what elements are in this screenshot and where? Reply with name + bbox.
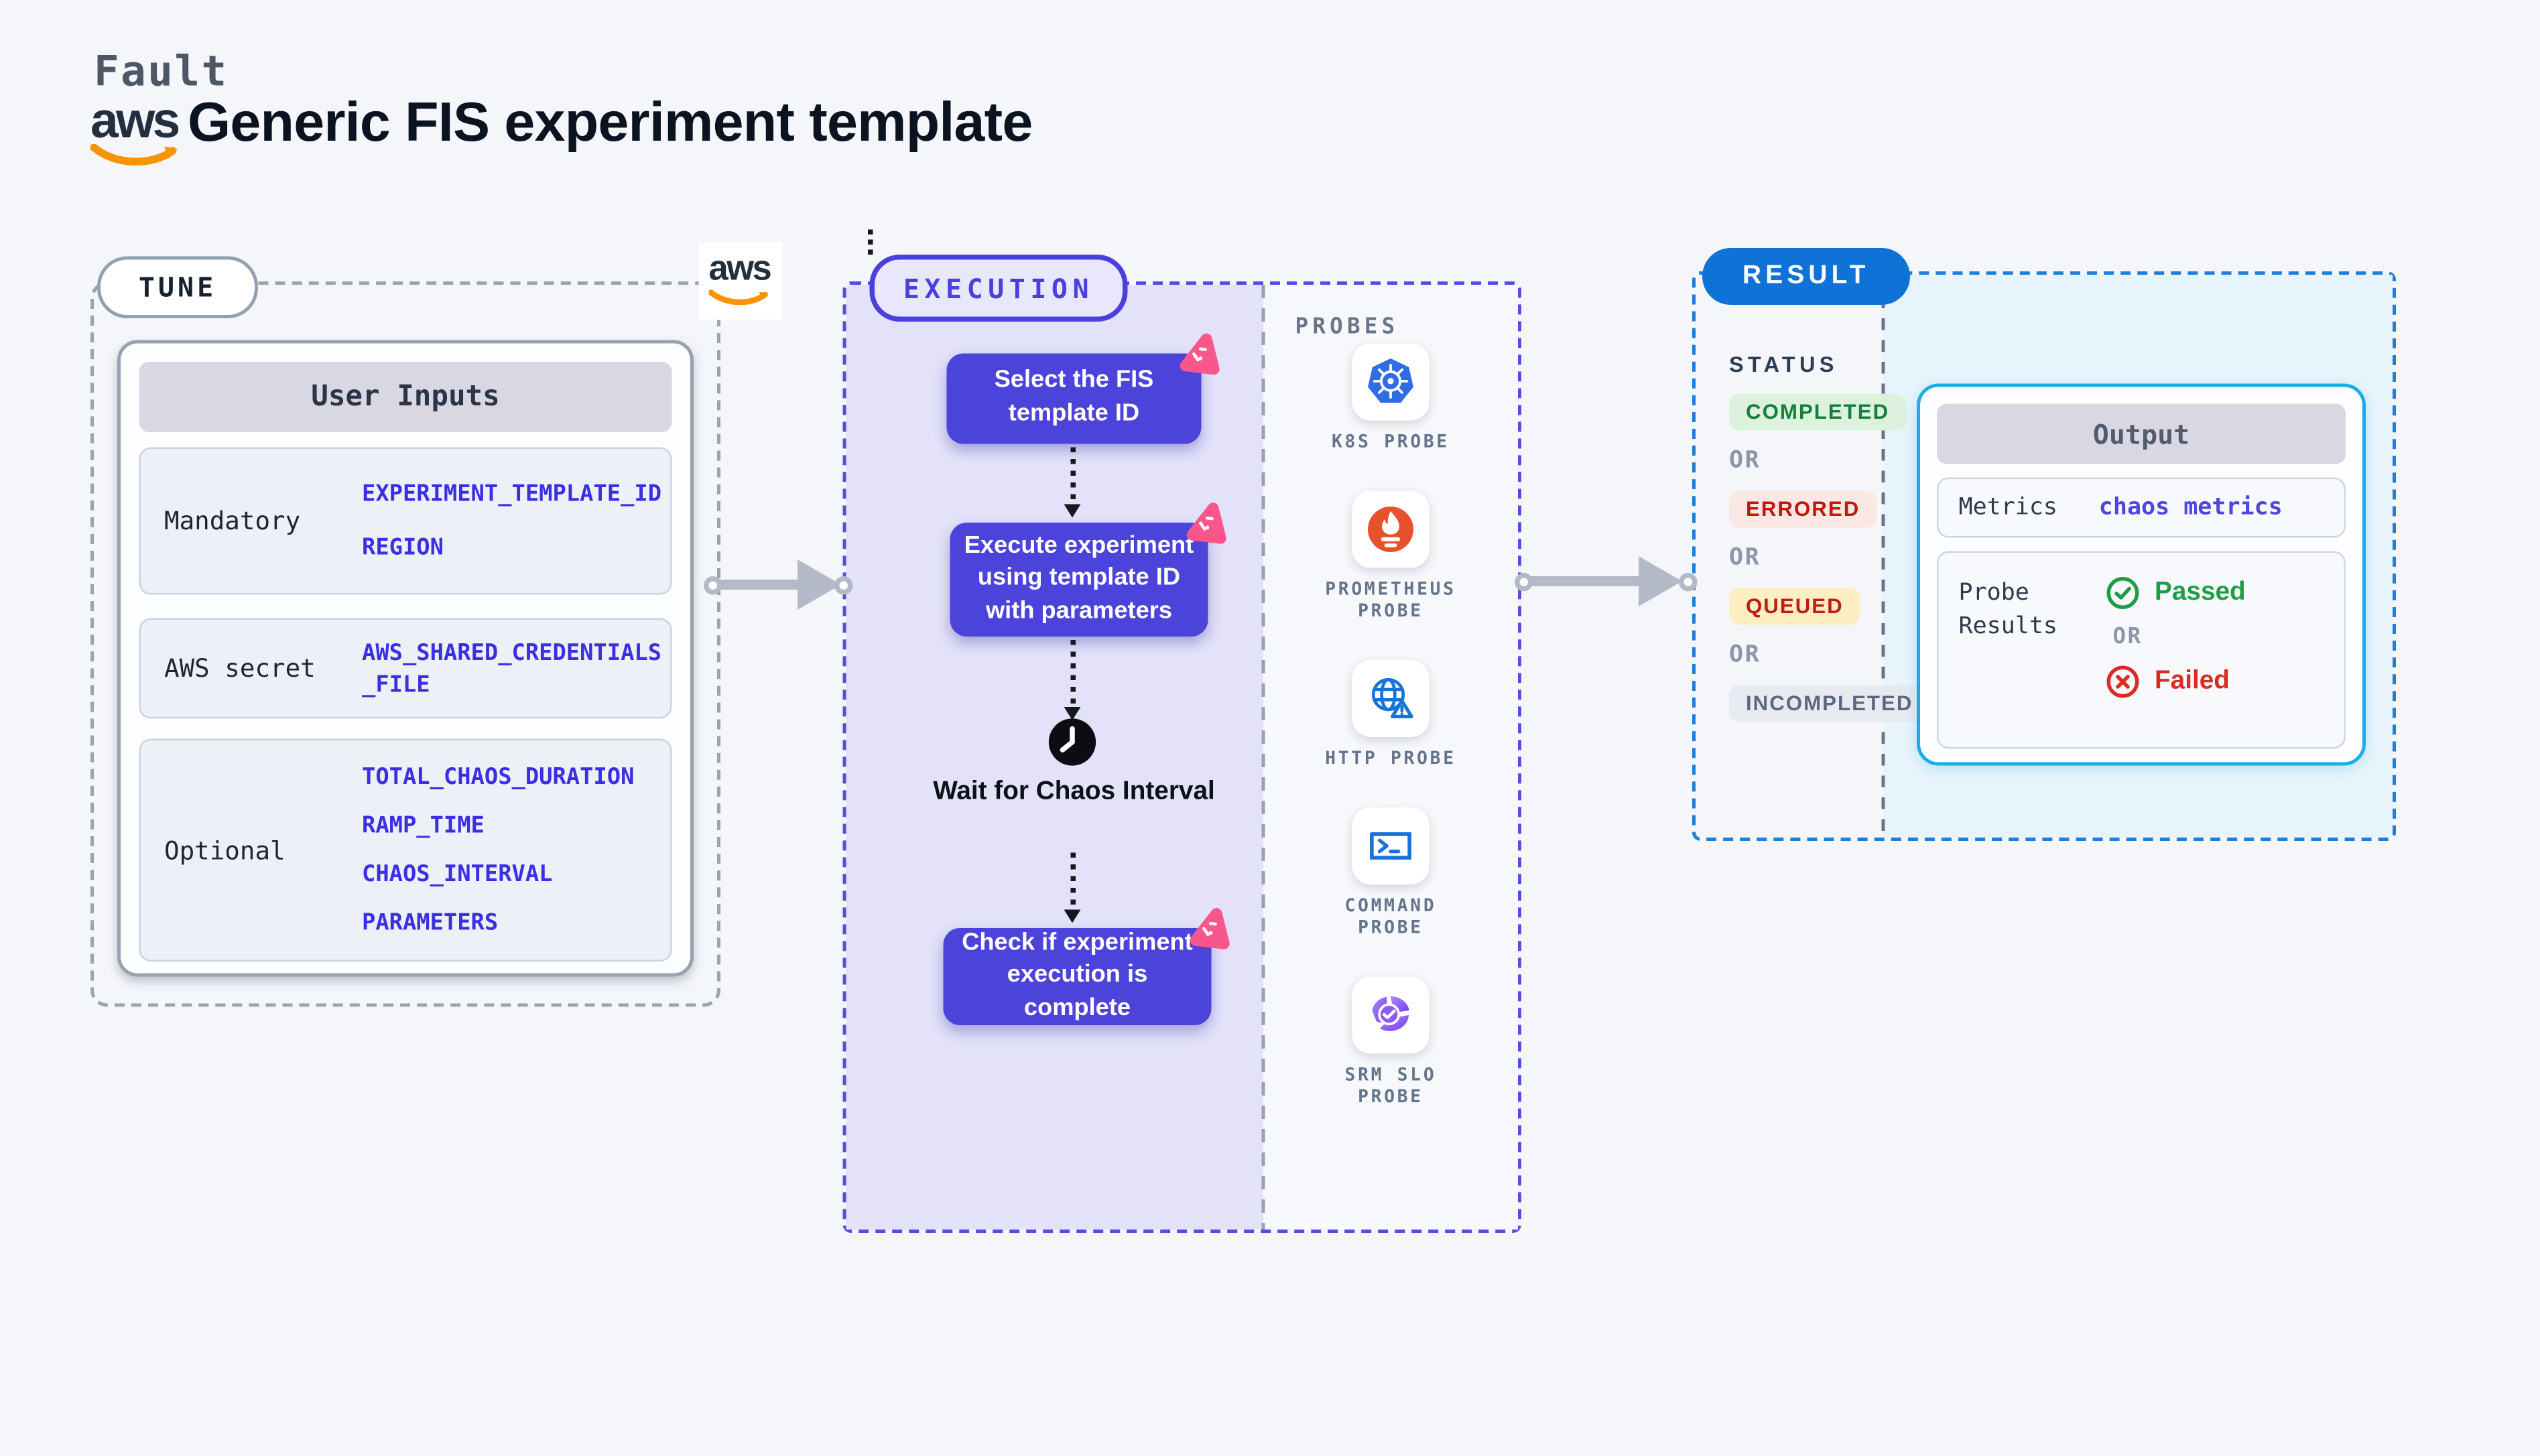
user-inputs-header: User Inputs bbox=[139, 362, 672, 432]
chaos-fault-icon bbox=[1180, 333, 1220, 375]
step-check-complete: Check if experiment execution is complet… bbox=[943, 908, 1230, 1025]
or-label: OR bbox=[1729, 447, 1761, 474]
check-circle-icon bbox=[2106, 577, 2139, 609]
aws-logo-text: aws bbox=[90, 94, 180, 149]
probe-item-prometheus: PROMETHEUS PROBE bbox=[1307, 490, 1474, 624]
status-badge-completed: COMPLETED bbox=[1729, 393, 1907, 431]
status-title: STATUS bbox=[1729, 352, 1838, 377]
result-divider bbox=[1881, 275, 1885, 838]
probe-item-srm-slo: SRM SLO PROBE bbox=[1307, 976, 1474, 1110]
probes-title: PROBES bbox=[1295, 315, 1399, 340]
outcome-failed: Failed bbox=[2106, 665, 2246, 699]
or-label: OR bbox=[1729, 641, 1761, 669]
status-badge-errored: ERRORED bbox=[1729, 490, 1877, 528]
row-value: RAMP_TIME bbox=[362, 812, 485, 840]
chaos-fault-icon bbox=[1186, 503, 1226, 544]
x-circle-icon bbox=[2106, 665, 2139, 698]
table-row-aws-secret: AWS secret AWS_SHARED_CREDENTIALS _FILE bbox=[139, 618, 672, 719]
row-value: PARAMETERS bbox=[362, 909, 499, 937]
page-title: Generic FIS experiment template bbox=[188, 90, 1033, 153]
aws-logo: aws bbox=[90, 94, 184, 171]
flow-arrowhead-icon bbox=[1064, 504, 1081, 518]
aws-mini-logo: aws bbox=[698, 243, 783, 320]
status-badge-incompleted: INCOMPLETED bbox=[1729, 685, 1930, 722]
chaos-fault-icon bbox=[1190, 908, 1230, 949]
passed-label: Passed bbox=[2155, 578, 2246, 607]
row-value: AWS_SHARED_CREDENTIALS bbox=[362, 639, 662, 666]
probe-results-label: Probe Results bbox=[1958, 580, 2058, 641]
failed-label: Failed bbox=[2155, 667, 2230, 696]
execution-badge: EXECUTION bbox=[869, 255, 1128, 322]
http-globe-icon bbox=[1352, 660, 1430, 737]
output-box: Output Metrics chaos metrics Probe Resul… bbox=[1917, 383, 2366, 766]
metrics-label: Metrics bbox=[1958, 494, 2058, 521]
probes-background bbox=[1263, 285, 1518, 1230]
row-value: TOTAL_CHAOS_DURATION bbox=[362, 764, 635, 791]
row-label: Mandatory bbox=[164, 506, 301, 536]
probe-item-k8s: K8S PROBE bbox=[1307, 343, 1474, 454]
aws-smile-icon bbox=[90, 143, 178, 166]
tune-badge: TUNE bbox=[97, 256, 258, 318]
step-select-template: Select the FIS template ID bbox=[946, 333, 1220, 444]
wait-step-label: Wait for Chaos Interval bbox=[933, 777, 1215, 806]
row-value: REGION bbox=[362, 534, 444, 561]
kubernetes-icon bbox=[1352, 343, 1430, 421]
probe-label: HTTP PROBE bbox=[1325, 748, 1456, 769]
probe-label: PROMETHEUS PROBE bbox=[1325, 580, 1456, 622]
probe-item-command: COMMAND PROBE bbox=[1307, 807, 1474, 940]
flow-connector bbox=[1070, 640, 1075, 707]
tune-panel: TUNE aws User Inputs Mandatory EXPERIMEN… bbox=[90, 243, 783, 1007]
flow-connector bbox=[1070, 447, 1075, 505]
execution-connector-stub bbox=[868, 229, 873, 255]
status-list: STATUS COMPLETED OR ERRORED OR QUEUED OR… bbox=[1729, 352, 1930, 722]
execution-panel: EXECUTION Select the FIS template ID Exe… bbox=[842, 229, 1521, 1233]
row-label: Optional bbox=[164, 835, 285, 866]
terminal-icon bbox=[1352, 807, 1430, 884]
arrow-execution-to-result bbox=[1515, 556, 1709, 606]
probe-label: SRM SLO PROBE bbox=[1344, 1065, 1437, 1108]
table-row-mandatory: Mandatory EXPERIMENT_TEMPLATE_ID REGION bbox=[139, 447, 672, 595]
flow-connector bbox=[1070, 852, 1075, 910]
flow-arrowhead-icon bbox=[1064, 707, 1081, 720]
row-label: AWS secret bbox=[164, 653, 316, 683]
metrics-row: Metrics chaos metrics bbox=[1937, 477, 2346, 538]
prometheus-icon bbox=[1352, 490, 1430, 568]
arrow-tune-to-execution bbox=[704, 559, 865, 610]
metrics-value: chaos metrics bbox=[2098, 494, 2283, 521]
row-value: CHAOS_INTERVAL bbox=[362, 861, 553, 888]
or-label: OR bbox=[2112, 624, 2143, 651]
aws-mini-smile-icon bbox=[708, 289, 769, 306]
table-row-optional: Optional TOTAL_CHAOS_DURATION RAMP_TIME … bbox=[139, 738, 672, 962]
brand-label: Fault bbox=[94, 47, 229, 96]
row-value: _FILE bbox=[362, 671, 430, 698]
output-header: Output bbox=[1937, 403, 2346, 464]
result-badge: RESULT bbox=[1702, 248, 1910, 305]
step-execute-experiment: Execute experiment using template ID wit… bbox=[950, 503, 1226, 637]
srm-slo-icon bbox=[1352, 976, 1430, 1054]
probe-results-row: Probe Results Passed OR bbox=[1937, 551, 2346, 749]
row-value: EXPERIMENT_TEMPLATE_ID bbox=[362, 480, 662, 508]
probes-divider bbox=[1261, 285, 1265, 1230]
step-text: Check if experiment execution is complet… bbox=[962, 929, 1193, 1022]
step-text: Execute experiment using template ID wit… bbox=[964, 532, 1194, 624]
result-panel: RESULT STATUS COMPLETED OR ERRORED OR QU… bbox=[1692, 248, 2396, 841]
outcome-passed: Passed bbox=[2106, 576, 2246, 610]
wait-clock-icon bbox=[1047, 717, 1098, 767]
flow-arrowhead-icon bbox=[1064, 909, 1081, 923]
probes-list: K8S PROBE PROMETHEUS PROBE bbox=[1263, 343, 1518, 1110]
or-label: OR bbox=[1729, 544, 1761, 572]
probe-label: COMMAND PROBE bbox=[1344, 896, 1437, 939]
step-text: Select the FIS template ID bbox=[994, 367, 1154, 427]
probe-item-http: HTTP PROBE bbox=[1307, 660, 1474, 771]
user-inputs-table: User Inputs Mandatory EXPERIMENT_TEMPLAT… bbox=[117, 340, 694, 977]
aws-mini-logo-text: aws bbox=[708, 249, 772, 288]
probe-label: K8S PROBE bbox=[1331, 432, 1450, 452]
status-badge-queued: QUEUED bbox=[1729, 588, 1860, 625]
